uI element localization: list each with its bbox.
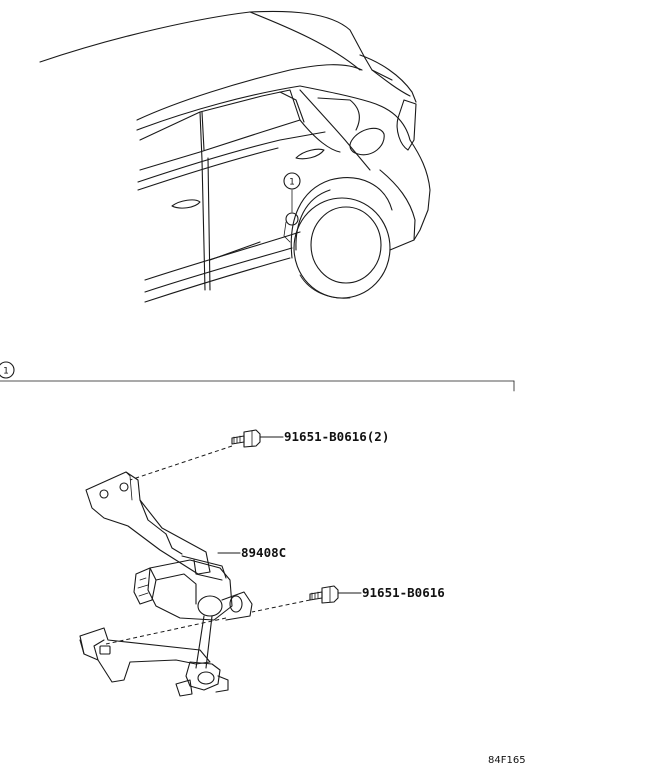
section-header: 1 <box>0 361 515 392</box>
part-number-bolt-lower: 91651-B0616 <box>362 585 445 600</box>
car-callout-number: 1 <box>289 178 295 188</box>
section-callout-number: 1 <box>3 367 9 377</box>
bolt-lower <box>309 585 362 604</box>
car-callout: 1 <box>283 172 301 190</box>
part-number-sensor: 89408C <box>241 545 286 560</box>
part-number-bolt-upper: 91651-B0616(2) <box>284 429 389 444</box>
sensor-location-marker <box>285 212 299 226</box>
height-control-sensor <box>79 471 253 697</box>
bolt-upper <box>231 429 284 448</box>
vehicle-rear-illustration <box>39 10 431 303</box>
reference-code: 84F165 <box>488 755 526 766</box>
